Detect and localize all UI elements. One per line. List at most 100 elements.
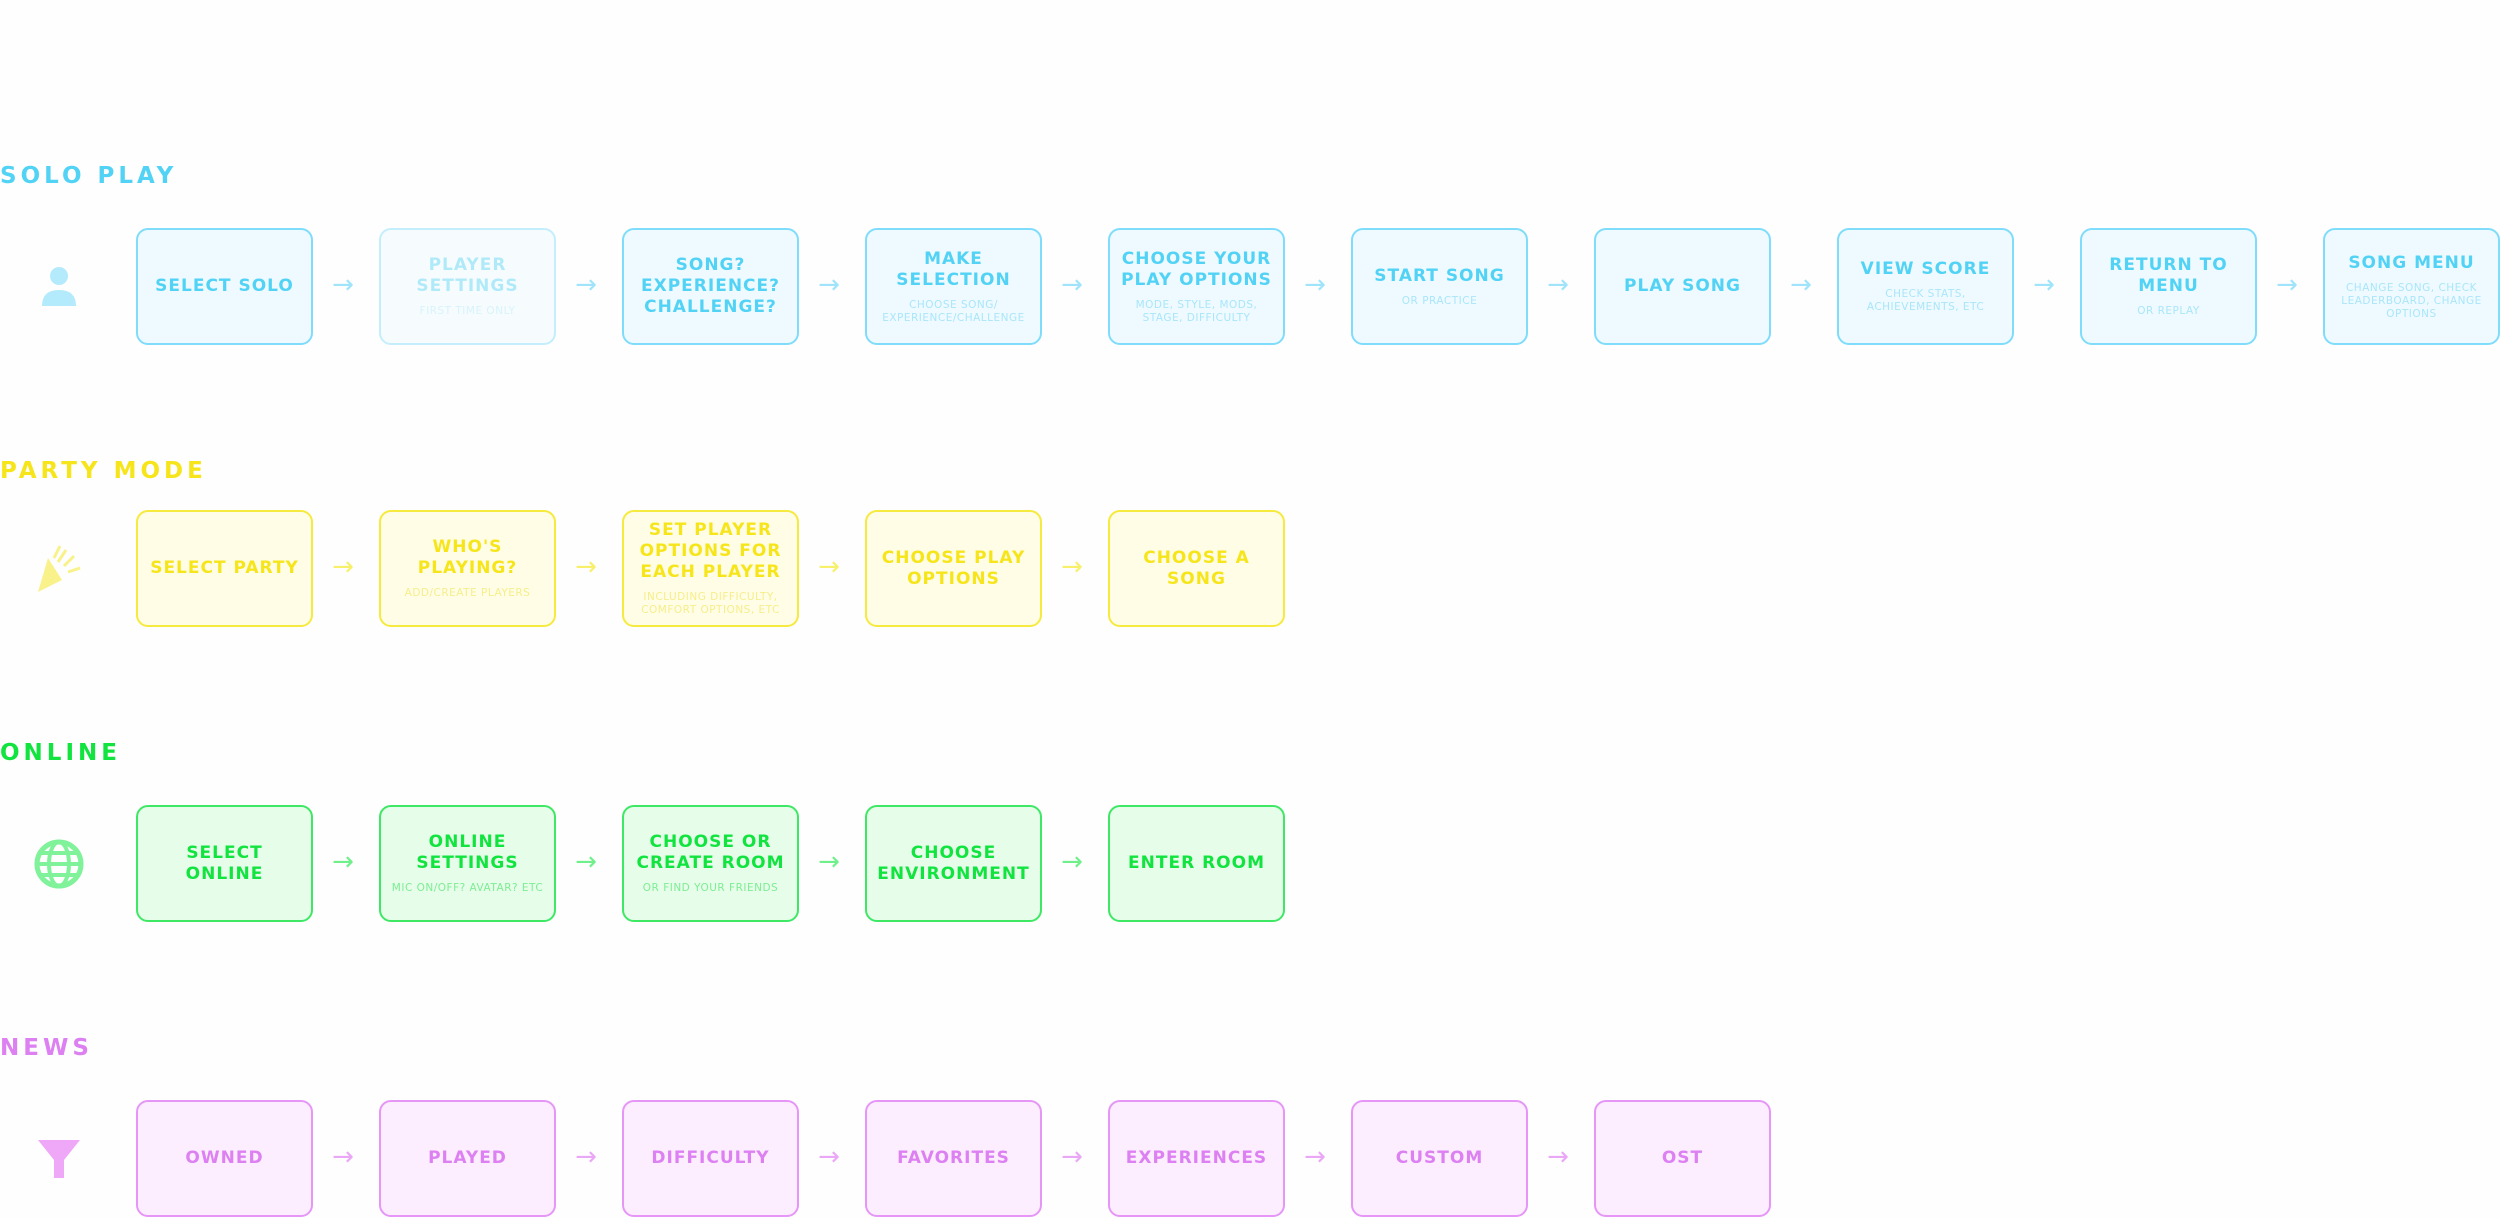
step-subtitle: INCLUDING DIFFICULTY, COMFORT OPTIONS, E…: [641, 591, 780, 616]
flow-step: RETURN TO MENU OR REPLAY: [2080, 228, 2257, 345]
step-title: CHOOSE A SONG: [1143, 547, 1250, 589]
section-label-solo: SOLO PLAY: [0, 163, 178, 189]
step-title: DIFFICULTY: [651, 1148, 770, 1168]
flow-step: CHOOSE YOUR PLAY OPTIONS MODE, STYLE, MOD…: [1108, 228, 1285, 345]
flow-step: SELECT PARTY: [136, 510, 313, 627]
flow-step: DIFFICULTY: [622, 1100, 799, 1217]
step-title: FAVORITES: [897, 1148, 1010, 1168]
flow-row-news: OWNED → PLAYED → DIFFICULTY → FAVORITES → EXPERI…: [0, 1100, 2500, 1217]
step-title: WHO'S PLAYING?: [417, 537, 518, 578]
arrow-right-icon: →: [575, 847, 597, 877]
arrow-right-icon: →: [1061, 847, 1083, 877]
arrow-right-icon: →: [818, 270, 840, 300]
step-subtitle: MODE, STYLE, MODS, STAGE, DIFFICULTY: [1135, 298, 1258, 324]
arrow-right-icon: →: [1061, 552, 1083, 582]
arrow-right-icon: →: [818, 847, 840, 877]
section-label-online: ONLINE: [0, 740, 121, 766]
step-title: ENTER ROOM: [1128, 853, 1265, 873]
flow-step: SONG MENU CHANGE SONG, CHECK LEADERBOARD,…: [2323, 228, 2500, 345]
step-subtitle: MIC ON/OFF? AVATAR? ETC: [391, 882, 544, 894]
flow-step: OWNED: [136, 1100, 313, 1217]
flow-row-party: SELECT PARTY → WHO'S PLAYING? ADD/CREATE PL…: [0, 510, 2500, 627]
step-title: MAKE SELECTION: [896, 248, 1011, 290]
arrow-right-icon: →: [332, 847, 354, 877]
flow-step: SELECT ONLINE: [136, 805, 313, 922]
step-title: CHOOSE OR CREATE ROOM: [636, 832, 785, 873]
arrow-right-icon: →: [1547, 270, 1569, 300]
step-subtitle: OR PRACTICE: [1401, 294, 1478, 307]
flow-step: MAKE SELECTION CHOOSE SONG/ EXPERIENCE/CH…: [865, 228, 1042, 345]
step-title: CUSTOM: [1395, 1148, 1484, 1168]
section-label-party: PARTY MODE: [0, 458, 207, 484]
step-subtitle: OR REPLAY: [2137, 305, 2200, 317]
step-subtitle: OR FIND YOUR FRIENDS: [642, 882, 779, 894]
flow-step: WHO'S PLAYING? ADD/CREATE PLAYERS: [379, 510, 556, 627]
arrow-right-icon: →: [1790, 270, 1812, 300]
flow-step: CUSTOM: [1351, 1100, 1528, 1217]
flow-row-online: SELECT ONLINE → ONLINE SETTINGS MIC ON/OFF?…: [0, 805, 2500, 922]
arrow-right-icon: →: [575, 270, 597, 300]
arrow-right-icon: →: [332, 270, 354, 300]
flow-step: SET PLAYER OPTIONS FOR EACH PLAYER INCLUD…: [622, 510, 799, 627]
flow-step: VIEW SCORE CHECK STATS, ACHIEVEMENTS, ETC: [1837, 228, 2014, 345]
arrow-right-icon: →: [818, 1142, 840, 1172]
flow-step: PLAYED: [379, 1100, 556, 1217]
arrow-right-icon: →: [2033, 270, 2055, 300]
step-title: START SONG: [1374, 265, 1505, 286]
flow-step: START SONG OR PRACTICE: [1351, 228, 1528, 345]
section-label-news: NEWS: [0, 1035, 93, 1061]
step-subtitle: CHOOSE SONG/ EXPERIENCE/CHALLENGE: [882, 298, 1025, 324]
arrow-right-icon: →: [818, 552, 840, 582]
step-title: SELECT PARTY: [150, 558, 299, 578]
arrow-right-icon: →: [575, 552, 597, 582]
step-title: VIEW SCORE: [1860, 259, 1991, 279]
step-title: SET PLAYER OPTIONS FOR EACH PLAYER: [639, 520, 782, 582]
step-subtitle: CHECK STATS, ACHIEVEMENTS, ETC: [1866, 288, 1985, 313]
step-title: CHOOSE YOUR PLAY OPTIONS: [1121, 248, 1272, 290]
step-title: CHOOSE PLAY OPTIONS: [881, 547, 1026, 589]
flow-step: EXPERIENCES: [1108, 1100, 1285, 1217]
arrow-right-icon: →: [575, 1142, 597, 1172]
flow-step: CHOOSE PLAY OPTIONS: [865, 510, 1042, 627]
step-title: PLAY SONG: [1624, 276, 1741, 296]
flow-step: ONLINE SETTINGS MIC ON/OFF? AVATAR? ETC: [379, 805, 556, 922]
step-title: PLAYED: [428, 1148, 507, 1168]
step-title: ONLINE SETTINGS: [416, 832, 519, 873]
flow-step: SONG? EXPERIENCE? CHALLENGE?: [622, 228, 799, 345]
arrow-right-icon: →: [332, 1142, 354, 1172]
arrow-right-icon: →: [1547, 1142, 1569, 1172]
arrow-right-icon: →: [1304, 270, 1326, 300]
step-title: SELECT ONLINE: [185, 842, 264, 884]
flow-step: OST: [1594, 1100, 1771, 1217]
arrow-right-icon: →: [2276, 270, 2298, 300]
arrow-right-icon: →: [332, 552, 354, 582]
step-title: SONG? EXPERIENCE? CHALLENGE?: [641, 255, 780, 317]
flow-step: CHOOSE A SONG: [1108, 510, 1285, 627]
flow-step: SELECT SOLO: [136, 228, 313, 345]
step-subtitle: CHANGE SONG, CHECK LEADERBOARD, CHANGE O…: [2341, 281, 2482, 320]
step-title: OWNED: [185, 1148, 264, 1168]
step-title: SELECT SOLO: [155, 276, 294, 296]
party-popper-icon: [34, 544, 84, 594]
arrow-right-icon: →: [1061, 1142, 1083, 1172]
step-title: RETURN TO MENU: [2109, 255, 2228, 296]
flow-step: CHOOSE ENVIRONMENT: [865, 805, 1042, 922]
arrow-right-icon: →: [1061, 270, 1083, 300]
filter-icon: [34, 1134, 84, 1184]
flow-step: FAVORITES: [865, 1100, 1042, 1217]
flow-step: ENTER ROOM: [1108, 805, 1285, 922]
step-title: EXPERIENCES: [1125, 1148, 1268, 1168]
arrow-right-icon: →: [1304, 1142, 1326, 1172]
step-subtitle: FIRST TIME ONLY: [419, 305, 516, 317]
globe-icon: [34, 839, 84, 889]
person-icon: [34, 262, 84, 312]
step-title: SONG MENU: [2348, 252, 2475, 273]
step-subtitle: ADD/CREATE PLAYERS: [404, 587, 531, 599]
step-title: CHOOSE ENVIRONMENT: [877, 842, 1030, 884]
step-title: PLAYER SETTINGS: [416, 255, 519, 296]
step-title: OST: [1661, 1148, 1704, 1168]
flow-step: PLAY SONG: [1594, 228, 1771, 345]
flow-step: PLAYER SETTINGS FIRST TIME ONLY: [379, 228, 556, 345]
flow-step: CHOOSE OR CREATE ROOM OR FIND YOUR FRIEND…: [622, 805, 799, 922]
flow-row-solo: SELECT SOLO → PLAYER SETTINGS FIRST TIME ON…: [0, 228, 2500, 345]
